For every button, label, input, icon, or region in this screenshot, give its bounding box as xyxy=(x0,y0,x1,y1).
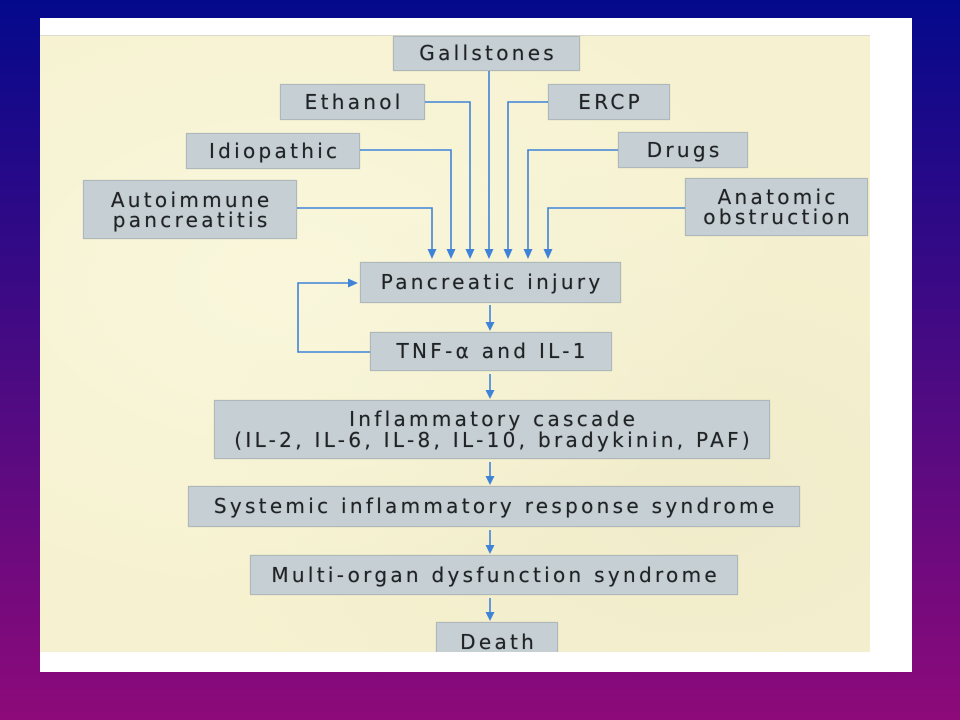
arrow-head xyxy=(484,249,494,259)
arrow-head xyxy=(485,612,495,621)
arrow-line xyxy=(297,207,433,249)
cause-box-anatomic-obstruction: Anatomic obstruction xyxy=(685,178,868,236)
cause-label-line-2: pancreatitis xyxy=(112,207,271,232)
arrow-line xyxy=(297,282,370,353)
cause-label-ercp: ERCP xyxy=(578,89,644,114)
arrow-tnf-to-cascade xyxy=(485,374,495,399)
arrow-ercp-to-injury xyxy=(503,101,548,259)
pathway-box-mods: Multi-organ dysfunction syndrome xyxy=(250,555,738,595)
arrow-anatomic-to-injury xyxy=(543,207,685,259)
arrow-cascade-to-sirs xyxy=(485,462,495,485)
cause-box-ercp: ERCP xyxy=(548,84,670,120)
arrow-line xyxy=(507,101,548,249)
pathway-label-death: Death xyxy=(460,630,538,653)
pathway-box-tnf-il1: TNF-α and IL-1 xyxy=(370,332,612,371)
pathway-box-pancreatic-injury: Pancreatic injury xyxy=(360,262,621,303)
pathway-box-inflammatory-cascade: Inflammatory cascade (IL-2, IL-6, IL-8, … xyxy=(214,400,770,459)
cause-label-gallstones: Gallstones xyxy=(419,41,558,65)
arrow-head xyxy=(543,249,553,259)
arrow-head xyxy=(503,249,513,259)
arrow-head xyxy=(446,249,456,259)
cause-label-ethanol: Ethanol xyxy=(304,89,404,114)
pathway-label-sirs: Systemic inflammatory response syndrome xyxy=(213,494,778,518)
cause-box-ethanol: Ethanol xyxy=(280,84,425,120)
cause-label-line-1: Autoimmune xyxy=(110,187,273,212)
cause-box-autoimmune-pancreatitis: Autoimmune pancreatitis xyxy=(83,180,297,239)
cause-box-idiopathic: Idiopathic xyxy=(186,133,360,169)
arrow-autoimmune-to-injury xyxy=(297,207,437,259)
arrow-head xyxy=(485,545,495,554)
arrow-head xyxy=(465,249,475,259)
arrow-sirs-to-mods xyxy=(485,530,495,554)
arrow-head xyxy=(485,322,495,331)
arrow-head xyxy=(523,249,533,259)
arrow-mods-to-death xyxy=(485,598,495,621)
arrow-line xyxy=(360,149,452,249)
arrow-gallstones-to-injury xyxy=(484,71,494,259)
arrow-line xyxy=(547,207,685,249)
flowchart-arrows xyxy=(297,71,685,621)
pathway-label-pancreatic-injury: Pancreatic injury xyxy=(380,270,604,294)
cause-label-line-1: Anatomic xyxy=(717,185,839,209)
arrow-head xyxy=(427,249,437,259)
pancreatitis-flowchart: Gallstones Ethanol ERCP Idiopathic Drugs… xyxy=(40,35,870,652)
arrow-line xyxy=(425,101,471,249)
arrow-line xyxy=(527,149,618,249)
pathway-label-mods: Multi-organ dysfunction syndrome xyxy=(271,562,720,587)
arrow-head xyxy=(348,278,358,288)
pathway-box-sirs: Systemic inflammatory response syndrome xyxy=(188,486,800,527)
arrow-idiopathic-to-injury xyxy=(360,149,456,259)
cause-box-drugs: Drugs xyxy=(618,132,748,168)
cause-label-line-2: obstruction xyxy=(703,205,853,229)
cause-label-idiopathic: Idiopathic xyxy=(208,138,341,163)
arrow-ethanol-to-injury xyxy=(425,101,475,259)
cause-box-gallstones: Gallstones xyxy=(393,36,580,71)
pathway-label-tnf-il1: TNF-α and IL-1 xyxy=(396,339,589,363)
cause-label-drugs: Drugs xyxy=(646,137,723,162)
pathway-label-line-2: (IL-2, IL-6, IL-8, IL-10, bradykinin, PA… xyxy=(234,427,754,452)
arrow-head xyxy=(485,476,495,485)
pathway-box-death: Death xyxy=(436,622,558,652)
arrow-tnf-feedback-to-injury xyxy=(297,278,370,353)
arrow-injury-to-tnf xyxy=(485,305,495,331)
arrow-drugs-to-injury xyxy=(523,149,618,259)
arrow-head xyxy=(485,390,495,399)
pathway-label-line-1: Inflammatory cascade xyxy=(349,406,639,431)
